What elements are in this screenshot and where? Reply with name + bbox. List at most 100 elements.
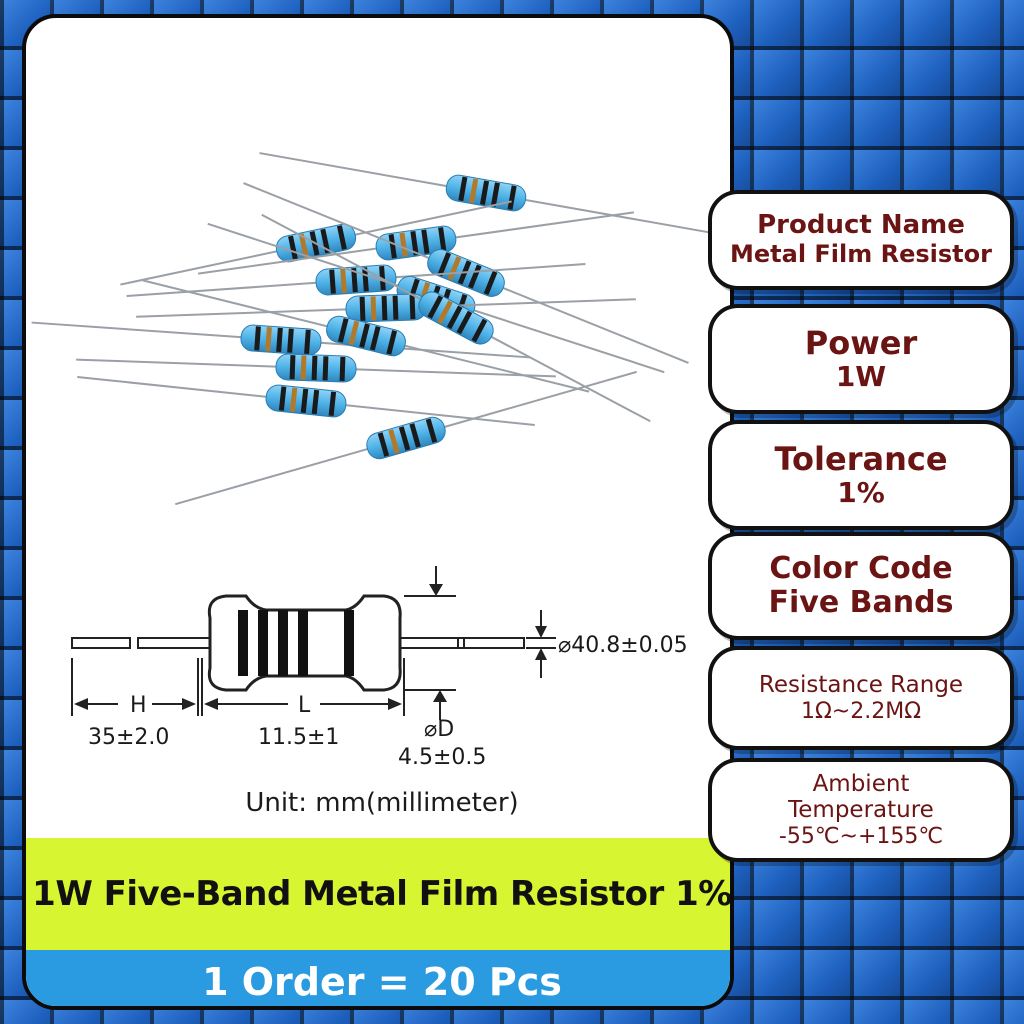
photo-resistor xyxy=(142,279,590,393)
right-lead xyxy=(399,637,465,649)
resistor-band xyxy=(483,270,498,295)
band-5 xyxy=(344,610,354,676)
order-quantity-banner: 1 Order = 20 Pcs xyxy=(26,950,730,1006)
resistor-band xyxy=(409,423,421,448)
resistor-band xyxy=(289,355,296,380)
resistor-band xyxy=(288,235,298,261)
resistor-band xyxy=(410,230,419,256)
band-1 xyxy=(238,610,248,676)
left-lead-stub xyxy=(71,637,131,649)
resistor-band xyxy=(287,328,294,353)
resistor-band xyxy=(311,355,318,381)
h-value: 35±2.0 xyxy=(88,725,169,750)
spec-resistance-range: Resistance Range 1Ω~2.2MΩ xyxy=(708,646,1014,750)
spec-value: Metal Film Resistor xyxy=(730,240,992,269)
spec-color-code: Color Code Five Bands xyxy=(708,532,1014,640)
spec-label: Power xyxy=(804,323,918,362)
spec-power: Power 1W xyxy=(708,304,1014,414)
photo-resistor xyxy=(31,321,531,359)
resistor-band xyxy=(437,300,453,324)
band-4 xyxy=(298,610,308,676)
photo-resistor xyxy=(76,353,556,383)
spec-value: 1% xyxy=(837,476,885,510)
resistor-band xyxy=(471,318,488,343)
spec-product-name: Product Name Metal Film Resistor xyxy=(708,190,1014,290)
resistor-band xyxy=(300,355,307,380)
h-label: H xyxy=(130,693,147,718)
d-value: 4.5±0.5 xyxy=(398,745,486,770)
resistor-band xyxy=(348,320,360,346)
left-lead xyxy=(137,637,211,649)
spec-value: Five Bands xyxy=(768,585,954,620)
resistor-band xyxy=(278,386,287,411)
resistor-band xyxy=(427,295,444,319)
l-label: L xyxy=(298,693,311,718)
spec-value: 1Ω~2.2MΩ xyxy=(800,698,922,724)
resistor-band xyxy=(469,178,479,204)
product-title-banner: 1W Five-Band Metal Film Resistor 1% xyxy=(26,838,730,950)
resistor-band xyxy=(254,326,261,351)
spec-value: -55℃~+155℃ xyxy=(778,823,944,849)
resistor-band xyxy=(399,232,408,257)
spec-tolerance: Tolerance 1% xyxy=(708,420,1014,530)
resistor-band xyxy=(381,295,388,321)
spec-label: Color Code xyxy=(769,550,953,586)
d-label: ⌀D xyxy=(424,717,454,742)
resistor-band xyxy=(370,296,377,321)
resistor-band xyxy=(438,227,447,252)
spec-label: Product Name xyxy=(757,210,965,241)
resistor-band xyxy=(362,267,369,292)
spec-label: Ambient Temperature xyxy=(788,770,934,824)
resistor-band xyxy=(339,356,346,382)
right-lead-stub xyxy=(457,637,525,649)
spec-ambient-temperature: Ambient Temperature -55℃~+155℃ xyxy=(708,758,1014,862)
resistor-band xyxy=(337,318,349,343)
resistor-band xyxy=(369,326,381,351)
resistor-band xyxy=(359,323,370,348)
resistor-band xyxy=(458,176,468,202)
resistor-band xyxy=(311,389,320,415)
photo-resistor xyxy=(175,370,637,506)
photo-resistor xyxy=(126,262,586,298)
resistor-band xyxy=(425,418,438,443)
resistor-band xyxy=(328,391,337,416)
unit-note: Unit: mm(millimeter) xyxy=(245,788,519,818)
resistor-band xyxy=(276,327,283,353)
resistor-band xyxy=(336,225,347,250)
resistor-band xyxy=(388,429,400,454)
lead-diameter-text: ⌀40.8±0.05 xyxy=(558,633,688,658)
spec-label: Resistance Range xyxy=(758,672,964,699)
resistor-band xyxy=(289,387,298,412)
resistor-band xyxy=(446,305,463,330)
resistor-band xyxy=(359,296,366,321)
band-2 xyxy=(258,610,268,676)
resistor-band xyxy=(437,252,452,277)
resistor-band xyxy=(456,310,473,335)
resistor-band xyxy=(329,269,336,294)
resistor-band xyxy=(479,180,490,205)
band-3 xyxy=(278,610,288,676)
resistor-band xyxy=(377,432,390,457)
l-value: 11.5±1 xyxy=(258,725,339,750)
dimension-diagram: ⌀40.8±0.05 H L 35±2.0 11.5±1 ⌀D 4.5±0.5 xyxy=(71,566,688,770)
resistor-band xyxy=(340,268,347,294)
resistor-band xyxy=(386,330,398,355)
resistor-band xyxy=(351,267,358,293)
resistor-band xyxy=(300,388,309,414)
spec-value: 1W xyxy=(835,360,887,394)
resistor-band xyxy=(392,295,399,320)
resistor-band xyxy=(409,294,416,320)
resistor-band xyxy=(320,228,331,254)
resistor-band xyxy=(398,426,411,451)
resistor-band xyxy=(421,229,430,254)
resistor-band xyxy=(388,234,397,259)
resistor-band xyxy=(490,182,500,207)
resistor-photo xyxy=(31,152,713,506)
product-card: ⌀40.8±0.05 H L 35±2.0 11.5±1 ⌀D 4.5±0.5 … xyxy=(22,14,734,1010)
photo-resistor xyxy=(136,293,636,323)
resistor-band xyxy=(298,233,309,258)
photo-resistor xyxy=(198,211,634,275)
photo-resistor xyxy=(77,375,535,427)
resistor-band xyxy=(507,185,517,210)
resistor-band xyxy=(322,356,329,381)
